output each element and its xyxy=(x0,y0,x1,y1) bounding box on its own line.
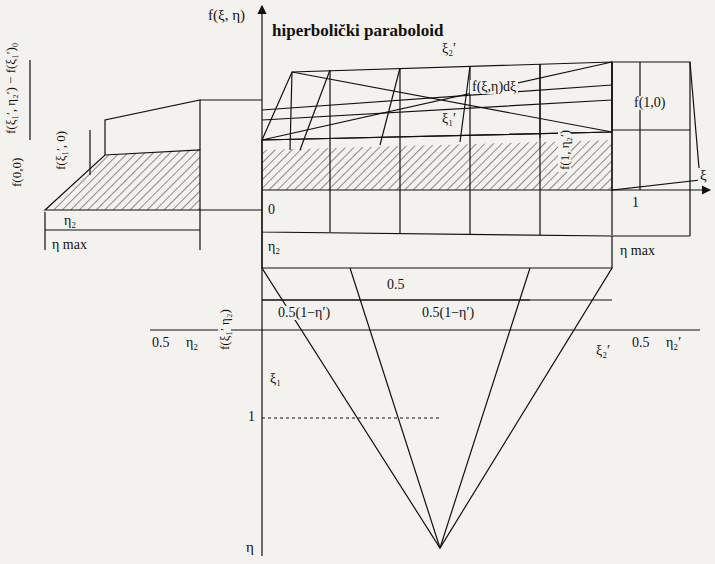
axis-label: η₂ xyxy=(184,336,200,350)
axis-label: f(ξ₁′, η₂′) − f(ξ₁′)₀ xyxy=(4,40,17,135)
axis-label: η₂ xyxy=(62,214,78,228)
axis-label: 0.5(1−η′) xyxy=(276,306,332,320)
axis-label: 0.5(1−η′) xyxy=(420,306,476,320)
axis-label: 1 xyxy=(246,410,257,424)
axis-label: 0.5 xyxy=(150,336,172,350)
figure-title: hiperbolički paraboloid xyxy=(270,22,445,39)
axis-label: ξ₁′ xyxy=(440,112,458,126)
axis-label: η₂′ xyxy=(664,336,683,350)
axis-label: f(ξ,η)dξ xyxy=(470,80,518,94)
axis-label: f(0,0) xyxy=(10,155,23,188)
axis-label: η xyxy=(244,540,256,555)
axis-label: f(1,0) xyxy=(632,96,668,110)
axis-label: η₂ xyxy=(266,240,282,254)
axis-label: f(ξ, η) xyxy=(206,8,247,23)
axis-label: 0 xyxy=(266,203,277,217)
axis-label: η max xyxy=(50,238,89,252)
axis-label: ξ₁ xyxy=(268,372,283,386)
axis-label: 0.5 xyxy=(385,278,407,292)
axis-label: 1 xyxy=(630,196,641,210)
axis-label: f(ξ₁′ η₂) xyxy=(218,308,231,353)
axis-label: ξ xyxy=(698,168,709,183)
axis-label: f(1, η₂′) xyxy=(558,128,571,172)
axis-label: η max xyxy=(618,244,657,258)
axis-label: 0.5 xyxy=(630,336,652,350)
axis-label: f(ξ₁′, 0) xyxy=(54,128,67,171)
axis-label: ξ₂′ xyxy=(594,344,612,358)
axis-label: ξ₂′ xyxy=(440,42,458,56)
